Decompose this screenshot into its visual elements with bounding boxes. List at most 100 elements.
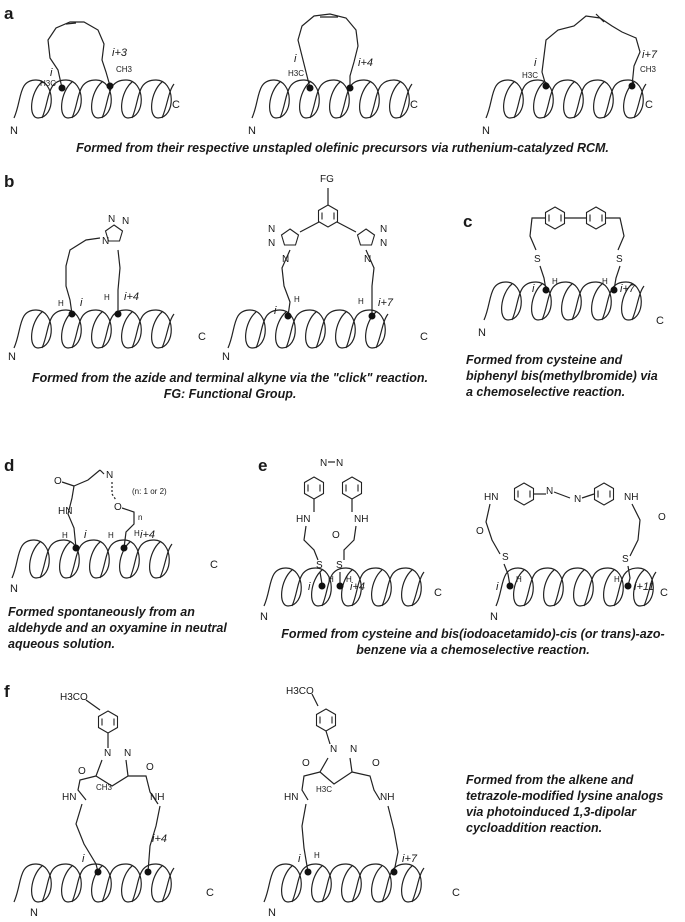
panel-letter-e: e (258, 456, 268, 475)
panel-e-structure-1: N C N N HN NH S S O i H H i+4 (260, 458, 442, 623)
oxygen-label: O (372, 758, 380, 769)
methyl-label: H3C (522, 71, 538, 80)
nitrogen-label: N (546, 486, 553, 497)
panel-a-structure-3: N C i H3C i+7 CH3 (482, 13, 658, 137)
hn-label: HN (284, 792, 298, 803)
c-terminus-label: C (198, 331, 206, 343)
hydrogen-label: H (108, 531, 114, 540)
nitrogen-label: N (350, 744, 357, 755)
methyl-label: H3C (40, 79, 56, 88)
nitrogen-label: N (104, 748, 111, 759)
residue-i11-label: i+11 (634, 581, 654, 593)
hn-label: HN (58, 506, 72, 517)
oxygen-label: O (54, 476, 62, 487)
c-terminus-label: C (660, 587, 668, 599)
methyl-label: CH3 (96, 783, 113, 792)
nh-label: NH (380, 792, 394, 803)
methyl-label: H3C (288, 69, 304, 78)
n-terminus-label: N (260, 611, 268, 623)
hydrogen-label: H (134, 529, 140, 538)
nitrogen-label: N (106, 470, 113, 481)
sulfur-label: S (502, 552, 509, 563)
sulfur-label: S (534, 254, 541, 265)
nitrogen-label: N (102, 236, 109, 247)
hydrogen-label: H (516, 575, 522, 584)
hydrogen-label: H (602, 277, 608, 286)
c-terminus-label: C (206, 887, 214, 899)
c-terminus-label: C (210, 559, 218, 571)
sulfur-label: S (316, 560, 323, 571)
c-terminus-label: C (656, 315, 664, 327)
residue-i-label: i (308, 581, 311, 593)
oxygen-label: O (114, 502, 122, 513)
methyl-label: H3C (316, 785, 332, 794)
panel-e-structure-2: N C N N HN NH O O S S i H H i+11 (476, 482, 668, 623)
panel-letter-d: d (4, 456, 15, 475)
nitrogen-label: N (124, 748, 131, 759)
panel-letter-a: a (4, 4, 14, 23)
panel-letter-b: b (4, 172, 15, 191)
panel-c-structure: N C S S i H H i+7 (478, 206, 664, 339)
residue-i4-label: i+4 (358, 57, 373, 69)
oxygen-label: O (78, 766, 86, 777)
n-terminus-label: N (30, 907, 38, 919)
c-terminus-label: C (172, 99, 180, 111)
residue-i3-label: i+3 (112, 47, 128, 59)
residue-i7-label: i+7 (378, 297, 394, 309)
n-terminus-label: N (10, 125, 18, 137)
residue-i-label: i (532, 283, 535, 295)
residue-i-label: i (496, 581, 499, 593)
c-terminus-label: C (420, 331, 428, 343)
residue-i7-label: i+7 (402, 853, 418, 865)
panel-f-structure-2: N C H3CO N N O O H3C HN NH i H i+7 (263, 686, 460, 919)
n-terminus-label: N (478, 327, 486, 339)
hydrogen-label: H (328, 575, 334, 584)
methyl-label: CH3 (640, 65, 657, 74)
repeat-note-label: (n: 1 or 2) (132, 487, 167, 496)
caption-a: Formed from their respective unstapled o… (76, 141, 609, 155)
c-terminus-label: C (410, 99, 418, 111)
hydrogen-label: H (58, 299, 64, 308)
hydrogen-label: H (62, 531, 68, 540)
panel-b-structure-2: N C FG N N N N N N H i H i+7 (222, 174, 428, 363)
methoxy-label: H3CO (286, 686, 314, 697)
sulfur-label: S (622, 554, 629, 565)
nh-label: NH (624, 492, 638, 503)
nitrogen-label: N (336, 458, 343, 469)
residue-i4-label: i+4 (350, 581, 365, 593)
hydrogen-label: H (346, 575, 352, 584)
nitrogen-label: N (380, 224, 387, 235)
oxygen-label: O (476, 526, 484, 537)
residue-i-label: i (84, 529, 87, 541)
hydrogen-label: H (552, 277, 558, 286)
nitrogen-label: N (108, 214, 115, 225)
hydrogen-label: H (104, 293, 110, 302)
n-terminus-label: N (490, 611, 498, 623)
residue-i-label: i (80, 297, 83, 309)
methyl-label: CH3 (116, 65, 133, 74)
repeat-n-label: n (138, 513, 142, 522)
panel-letter-f: f (4, 682, 10, 701)
nitrogen-label: N (364, 254, 371, 265)
oxygen-label: O (302, 758, 310, 769)
panel-b-structure-1: N C N N N H i H i+4 (8, 214, 206, 363)
hydrogen-label: H (314, 851, 320, 860)
methoxy-label: H3CO (60, 692, 88, 703)
caption-d: Formed spontaneously from an aldehyde an… (8, 605, 227, 651)
panel-f-structure-1: N C H3CO N N O O CH3 HN NH i i+4 (13, 692, 214, 919)
panel-a-structure-2: N C i H3C i+4 (248, 13, 418, 137)
hydrogen-label: H (294, 295, 300, 304)
nh-label: NH (150, 792, 164, 803)
oxygen-label: O (658, 512, 666, 523)
hn-label: HN (296, 514, 310, 525)
nitrogen-label: N (380, 238, 387, 249)
n-terminus-label: N (222, 351, 230, 363)
residue-i-label: i (294, 53, 297, 65)
residue-i-label: i (50, 67, 53, 79)
nitrogen-label: N (268, 224, 275, 235)
nitrogen-label: N (268, 238, 275, 249)
c-terminus-label: C (434, 587, 442, 599)
caption-f: Formed from the alkene and tetrazole-mod… (466, 773, 664, 835)
panel-a-structure-1: N C i H3C i+3 CH3 (10, 21, 180, 137)
caption-b: Formed from the azide and terminal alkyn… (31, 371, 428, 401)
